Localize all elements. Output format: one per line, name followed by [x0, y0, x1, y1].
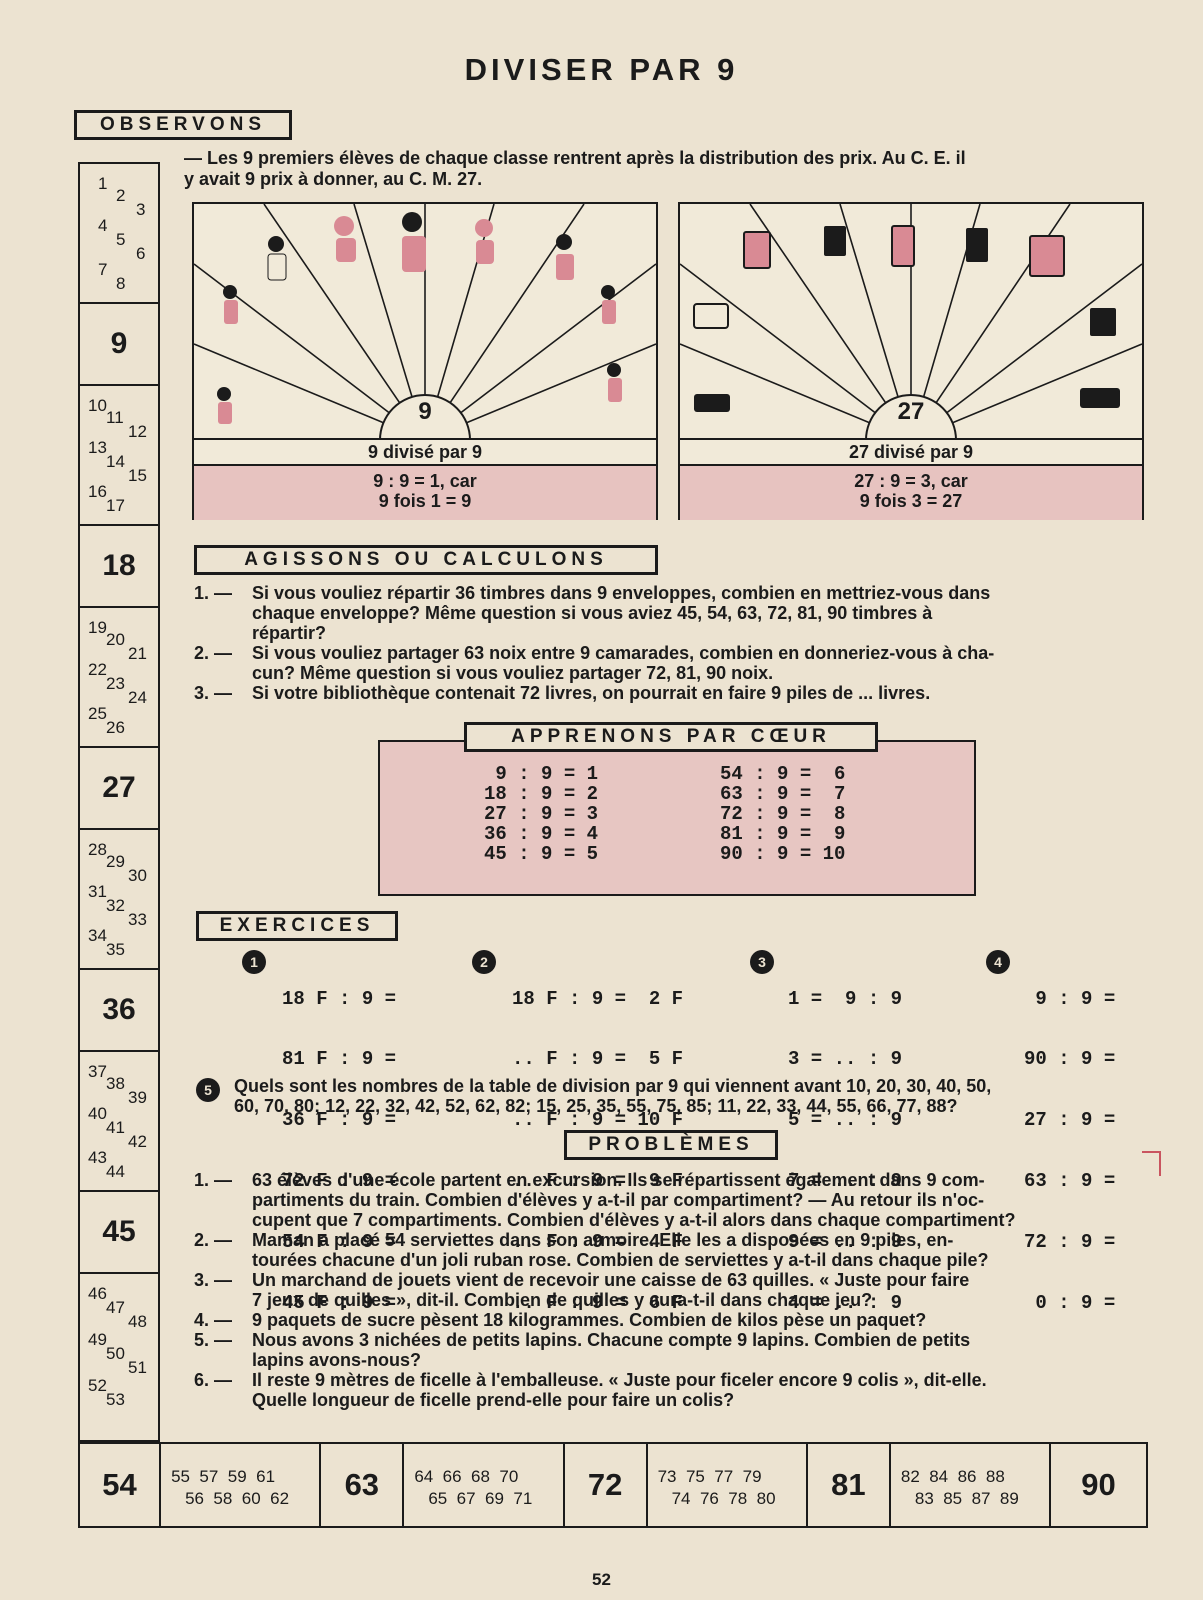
picture-1-equation-box: 9 : 9 = 1, car 9 fois 1 = 9	[194, 464, 656, 520]
corner-mark-icon	[1142, 1151, 1161, 1176]
number-group-82-89: 82 84 86 88 83 85 87 89	[891, 1444, 1052, 1526]
number-63: 63	[321, 1444, 405, 1526]
exercise-2-number: 2	[472, 950, 496, 974]
number-9: 9	[80, 304, 158, 386]
number-45: 45	[80, 1192, 158, 1274]
exercise-3: 1 = 9 : 9 3 = .. : 9 5 = .. : 9 7 = .. :…	[788, 987, 903, 1315]
exercise-3-number: 3	[750, 950, 774, 974]
memorize-table: 9 : 9 = 1 18 : 9 = 2 27 : 9 = 3 36 : 9 =…	[378, 740, 976, 896]
number-group-64-71: 64 66 68 70 65 67 69 71	[404, 1444, 565, 1526]
picture-2-center-number: 27	[897, 398, 925, 425]
exercise-5-line-2: 60, 70, 80; 12, 22, 32, 42, 52, 62, 82; …	[234, 1096, 958, 1116]
picture-1-equation-1: 9 : 9 = 1, car	[373, 471, 477, 491]
exercise-1: 18 F : 9 = 81 F : 9 = 36 F : 9 = 72 F : …	[282, 987, 397, 1315]
section-exercices: EXERCICES	[196, 911, 398, 941]
section-agissons: AGISSONS OU CALCULONS	[194, 545, 658, 575]
number-54: 54	[80, 1444, 162, 1526]
picture-1-caption: 9 divisé par 9	[367, 442, 483, 462]
picture-2-equation-1: 27 : 9 = 3, car	[854, 471, 968, 491]
picture-27-prizes: 27 27 divisé par 9 27 : 9 = 3, car 9 foi…	[678, 202, 1144, 520]
number-90: 90	[1081, 1467, 1116, 1502]
number-group-55-62: 55 57 59 61 56 58 60 62	[161, 1444, 322, 1526]
bottom-number-strip: 54 55 57 59 61 56 58 60 62 63 64 66 68 7…	[78, 1442, 1148, 1528]
picture-1-center-number: 9	[418, 398, 432, 425]
picture-2-equation-2: 9 fois 3 = 27	[859, 491, 963, 511]
page-title: DIVISER PAR 9	[464, 52, 739, 87]
picture-2-equation-box: 27 : 9 = 3, car 9 fois 3 = 27	[680, 464, 1142, 520]
section-observons: OBSERVONS	[74, 110, 292, 140]
sunburst-illustration	[194, 204, 656, 440]
picture-2-caption: 27 divisé par 9	[848, 442, 974, 462]
number-group-73-80: 73 75 77 79 74 76 78 80	[648, 1444, 808, 1526]
exercise-2: 18 F : 9 = 2 F .. F : 9 = 5 F .. F : 9 =…	[512, 987, 684, 1315]
number-36: 36	[80, 970, 158, 1052]
number-group-46-53: 46 47 48 49 50 51 52 53	[88, 1284, 147, 1409]
intro-line-2: y avait 9 prix à donner, au C. M. 27.	[184, 169, 483, 189]
intro-line-1: — Les 9 premiers élèves de chaque classe…	[184, 148, 966, 168]
left-number-column: 1 2 3 4 5 6 7 8 9 10 11 12 13 14 15 16 1…	[78, 162, 160, 1442]
exercise-4-number: 4	[986, 950, 1010, 974]
section-problemes: PROBLÈMES	[564, 1130, 778, 1160]
number-72: 72	[565, 1444, 648, 1526]
page-number: 52	[592, 1570, 611, 1589]
number-81: 81	[808, 1444, 891, 1526]
number-27: 27	[80, 748, 158, 830]
exercise-4: 9 : 9 = 90 : 9 = 27 : 9 = 63 : 9 = 72 : …	[1024, 987, 1116, 1315]
sunburst-illustration-2	[680, 204, 1142, 440]
number-group-37-44: 37 38 39 40 41 42 43 44	[80, 1052, 158, 1192]
picture-9-pupils: 9 9 divisé par 9 9 : 9 = 1, car 9 fois 1…	[192, 202, 658, 520]
exercise-5-number: 5	[196, 1078, 220, 1102]
exercise-5-line-1: Quels sont les nombres de la table de di…	[234, 1076, 992, 1096]
section-apprenons: APPRENONS PAR CŒUR	[464, 722, 878, 752]
exercise-1-number: 1	[242, 950, 266, 974]
number-group-28-35: 28 29 30 31 32 33 34 35	[80, 830, 158, 970]
number-18: 18	[80, 526, 158, 608]
picture-1-equation-2: 9 fois 1 = 9	[378, 491, 472, 511]
number-group-19-26: 19 20 21 22 23 24 25 26	[80, 608, 158, 748]
number-group-1-8: 1 2 3 4 5 6 7 8	[80, 164, 158, 304]
number-group-10-17: 10 11 12 13 14 15 16 17	[80, 386, 158, 526]
